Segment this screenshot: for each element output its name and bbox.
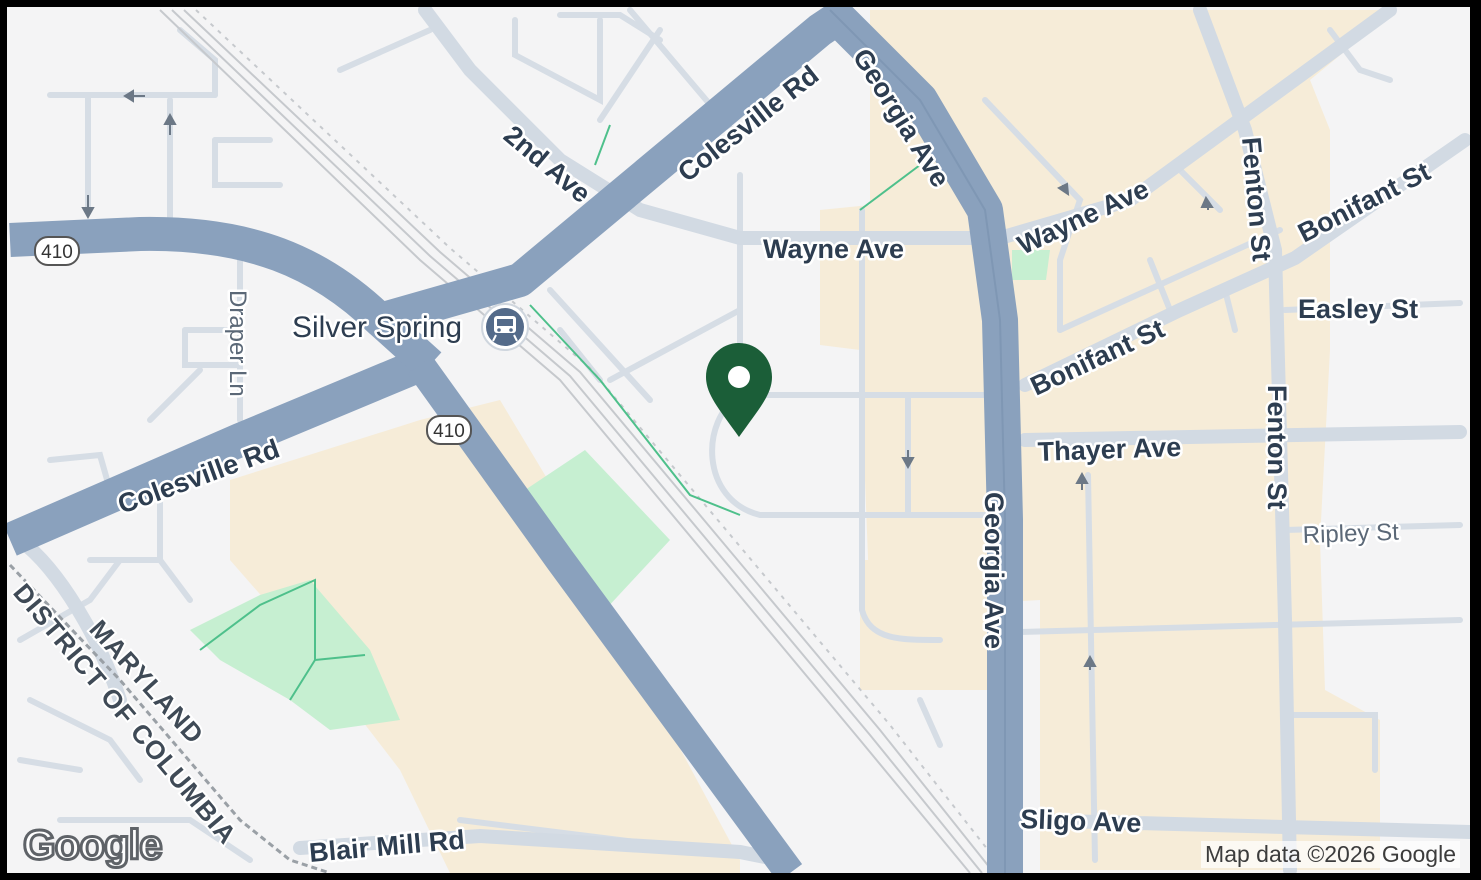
one-way-arrows — [81, 89, 1214, 670]
label-sligo-ave: Sligo Ave — [1020, 804, 1142, 838]
label-thayer-ave: Thayer Ave — [1037, 432, 1182, 467]
label-silver-spring-station[interactable]: Silver Spring — [290, 309, 465, 347]
label-fenton-st-south: Fenton St — [1262, 385, 1292, 509]
label-district-of-columbia: DISTRICT OF COLUMBIA — [7, 578, 242, 850]
map-canvas[interactable]: 410 410 Colesville Rd — [7, 7, 1470, 873]
route-shield-410-west[interactable]: 410 — [34, 236, 80, 266]
major-road-edges — [829, 9, 1006, 873]
route-shield-410-west-label: 410 — [41, 242, 73, 263]
google-logo: Google — [22, 820, 165, 870]
label-2nd-ave: 2nd Ave — [498, 120, 596, 209]
route-shield-410-center[interactable]: 410 — [426, 415, 472, 445]
map-attribution[interactable]: Map data ©2026 Google — [1201, 841, 1460, 868]
label-blair-mill-rd: Blair Mill Rd — [308, 824, 466, 867]
location-pin-icon[interactable] — [706, 343, 772, 437]
label-ripley-st: Ripley St — [1302, 519, 1399, 549]
route-shield-410-center-label: 410 — [433, 421, 465, 442]
trail — [199, 124, 921, 701]
state-border — [8, 563, 331, 873]
label-easley-st: Easley St — [1298, 294, 1418, 324]
label-draper-ln: Draper Ln — [224, 290, 251, 397]
train-icon[interactable] — [481, 303, 529, 351]
label-wayne-ave-west: Wayne Ave — [763, 234, 904, 264]
label-georgia-ave-south: Georgia Ave — [979, 492, 1009, 649]
